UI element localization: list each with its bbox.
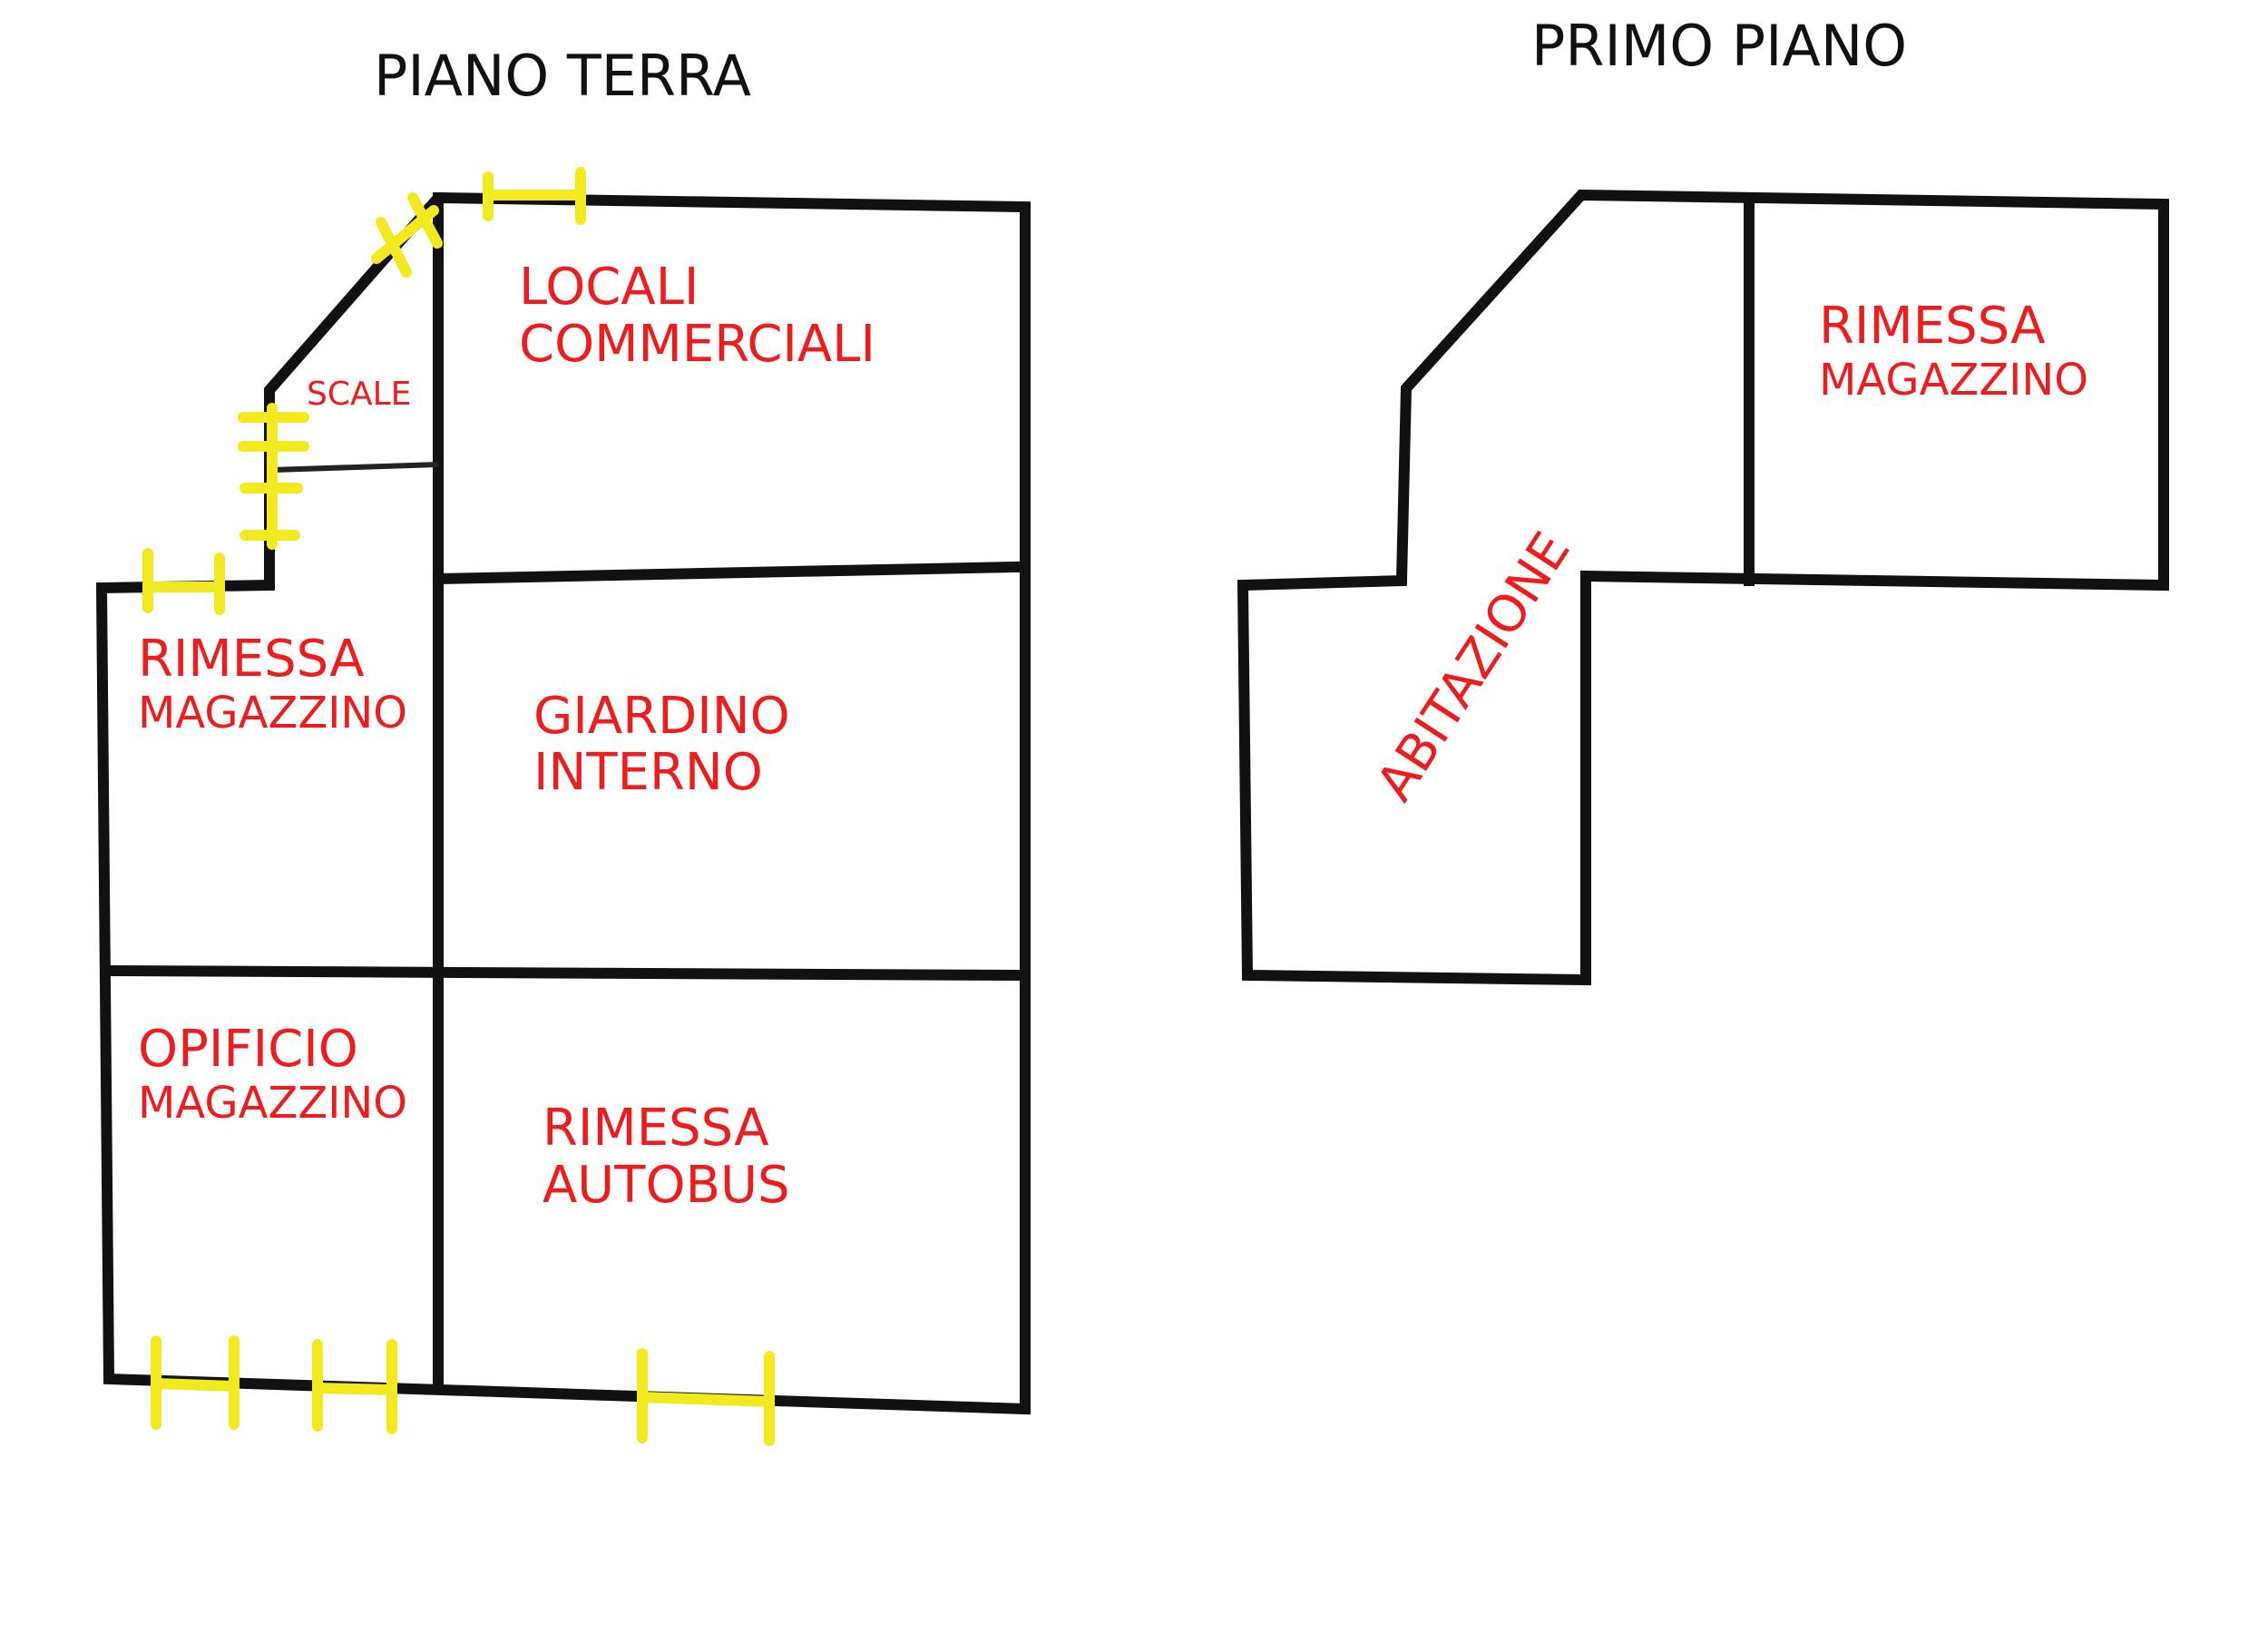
room-label-line: RIMESSA	[1819, 297, 2046, 356]
ground-floor-wall-commercial	[432, 561, 1021, 585]
room-label-line: MAGAZZINO	[138, 688, 407, 738]
room-label-line: INTERNO	[533, 743, 763, 802]
opening-left	[142, 548, 225, 615]
first-floor-title: PRIMO PIANO	[1531, 13, 1907, 79]
room-giardino-interno: GIARDINO INTERNO	[533, 687, 807, 802]
room-label-line: COMMERCIALI	[519, 315, 875, 374]
room-rimessa-autobus: RIMESSA AUTOBUS	[543, 1099, 790, 1215]
room-locali-commerciali: LOCALI COMMERCIALI	[519, 258, 875, 374]
ground-floor-outer-wall	[95, 191, 1031, 1415]
opening-diagonal	[371, 192, 443, 278]
opening-stairs-side	[238, 403, 309, 550]
ground-floor-wall-stairs	[271, 462, 439, 473]
first-floor-outer-wall	[1237, 189, 2169, 986]
room-opificio-magazzino-sub: MAGAZZINO	[138, 1078, 407, 1129]
first-floor-plan: PRIMO PIANO ABITAZIONE RIMESSA MAGAZZINO	[1237, 13, 2169, 986]
room-label-line: LOCALI	[519, 258, 699, 317]
room-rimessa-magazzino-sub: MAGAZZINO	[138, 688, 407, 738]
room-scale: SCALE	[307, 376, 411, 413]
opening-bottom-left-2	[312, 1339, 397, 1434]
room-label-line: MAGAZZINO	[1819, 355, 2088, 406]
room-label-line: RIMESSA	[543, 1099, 769, 1158]
room-rimessa-magazzino-upper: RIMESSA	[1819, 297, 2046, 356]
ground-floor-title: PIANO TERRA	[374, 43, 751, 109]
room-label-line: MAGAZZINO	[138, 1078, 407, 1129]
room-opificio-magazzino: OPIFICIO	[138, 1020, 358, 1079]
room-label-line: OPIFICIO	[138, 1020, 358, 1079]
opening-bottom-left-1	[151, 1335, 240, 1430]
room-label-line: GIARDINO	[533, 687, 790, 746]
opening-top	[483, 167, 586, 225]
room-rimessa-magazzino-upper-sub: MAGAZZINO	[1819, 355, 2088, 406]
room-label-line: AUTOBUS	[543, 1156, 790, 1215]
ground-floor-plan: PIANO TERRA	[95, 43, 1031, 1446]
room-label-line: RIMESSA	[138, 630, 365, 689]
room-rimessa-magazzino: RIMESSA	[138, 630, 365, 689]
opening-bottom-right	[637, 1348, 775, 1446]
ground-floor-wall-middle	[103, 964, 1022, 982]
ground-floor-openings	[142, 167, 775, 1446]
